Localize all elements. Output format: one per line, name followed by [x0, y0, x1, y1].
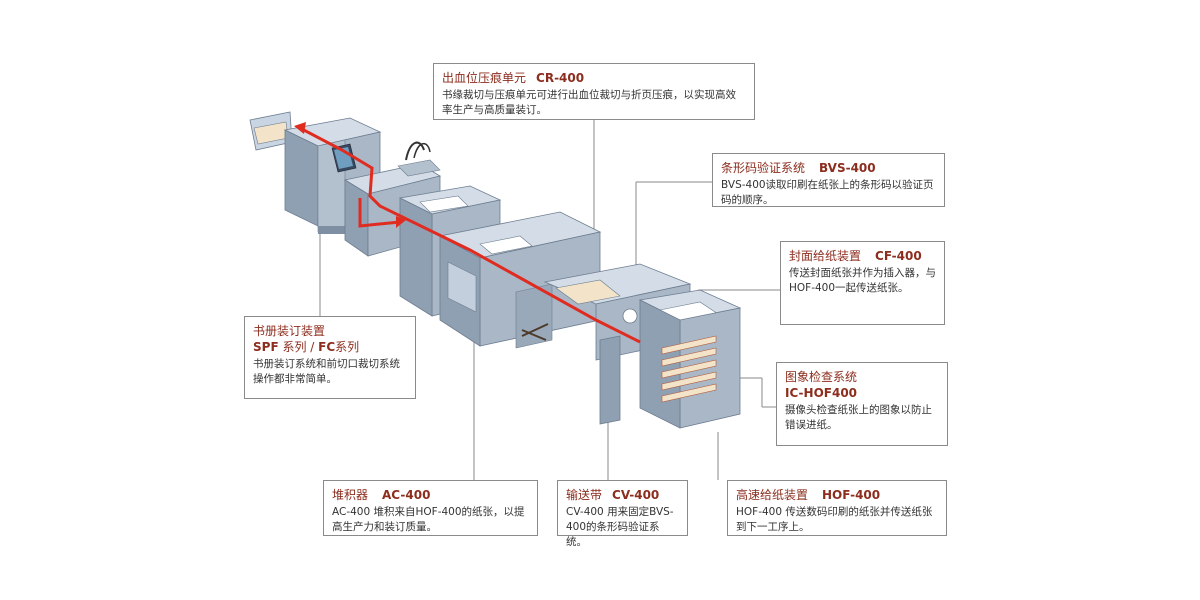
cv400-name: 输送带: [566, 488, 603, 502]
ichof400-model: IC-HOF400: [785, 386, 858, 400]
callout-ichof400: 图象检查系统 IC-HOF400 摄像头检查纸张上的图象以防止错误进纸。: [776, 362, 948, 446]
callout-spf: 书册装订装置 SPF 系列 / FC系列 书册装订系统和前切口裁切系统操作都非常…: [244, 316, 416, 399]
spf-model-b: FC: [318, 340, 336, 354]
ac400-name: 堆积器: [332, 488, 369, 502]
spf-name: 书册装订装置: [253, 324, 326, 338]
cf400-model: CF-400: [875, 249, 922, 263]
cr400-model: CR-400: [536, 71, 585, 85]
cr400-name: 出血位压痕单元: [442, 71, 527, 85]
spf-models: SPF 系列 / FC系列: [253, 339, 407, 355]
callout-bvs400: 条形码验证系统 BVS-400 BVS-400读取印刷在纸张上的条形码以验证页码的…: [712, 153, 945, 207]
bvs400-name: 条形码验证系统: [721, 161, 806, 175]
ac400-desc: AC-400 堆积来自HOF-400的纸张，以提高生产力和装订质量。: [332, 506, 525, 533]
ac400-model: AC-400: [382, 488, 431, 502]
cf400-desc: 传送封面纸张并作为插入器，与HOF-400一起传送纸张。: [789, 267, 936, 294]
hof400-unit: [638, 289, 742, 429]
callout-ac400: 堆积器 AC-400 AC-400 堆积来自HOF-400的纸张，以提高生产力和装…: [323, 480, 538, 536]
callout-cv400: 输送带 CV-400 CV-400 用来固定BVS-400的条形码验证系统。: [557, 480, 688, 548]
spf-series-b: 系列: [335, 340, 360, 354]
bvs400-desc: BVS-400读取印刷在纸张上的条形码以验证页码的顺序。: [721, 179, 934, 206]
paper-flow-arrows: [299, 126, 641, 344]
hof400-desc: HOF-400 传送数码印刷的纸张并传送纸张到下一工序上。: [736, 506, 933, 533]
spf-desc: 书册装订系统和前切口裁切系统操作都非常简单。: [253, 358, 400, 385]
spf-series-a: 系列 /: [278, 340, 319, 354]
cf400-name: 封面给纸装置: [789, 249, 862, 263]
hof400-name: 高速给纸装置: [736, 488, 809, 502]
callout-cr400: 出血位压痕单元 CR-400 书缘裁切与压痕单元可进行出血位裁切与折页压痕，以实现…: [433, 63, 755, 120]
callout-hof400: 高速给纸装置 HOF-400 HOF-400 传送数码印刷的纸张并传送纸张到下一工…: [727, 480, 947, 536]
bvs400-model: BVS-400: [819, 161, 876, 175]
cr400-desc: 书缘裁切与压痕单元可进行出血位裁切与折页压痕，以实现高效率生产与高质量装订。: [442, 89, 736, 116]
ichof400-desc: 摄像头检查纸张上的图象以防止错误进纸。: [785, 404, 932, 431]
spf-model-a: SPF: [253, 340, 279, 354]
arrow-heads: [294, 122, 406, 228]
cv400-desc: CV-400 用来固定BVS-400的条形码验证系统。: [566, 506, 674, 548]
cv400-model: CV-400: [612, 488, 660, 502]
callout-cf400: 封面给纸装置 CF-400 传送封面纸张并作为插入器，与HOF-400一起传送纸张…: [780, 241, 945, 325]
ichof400-name: 图象检查系统: [785, 370, 858, 384]
hof400-model: HOF-400: [822, 488, 881, 502]
